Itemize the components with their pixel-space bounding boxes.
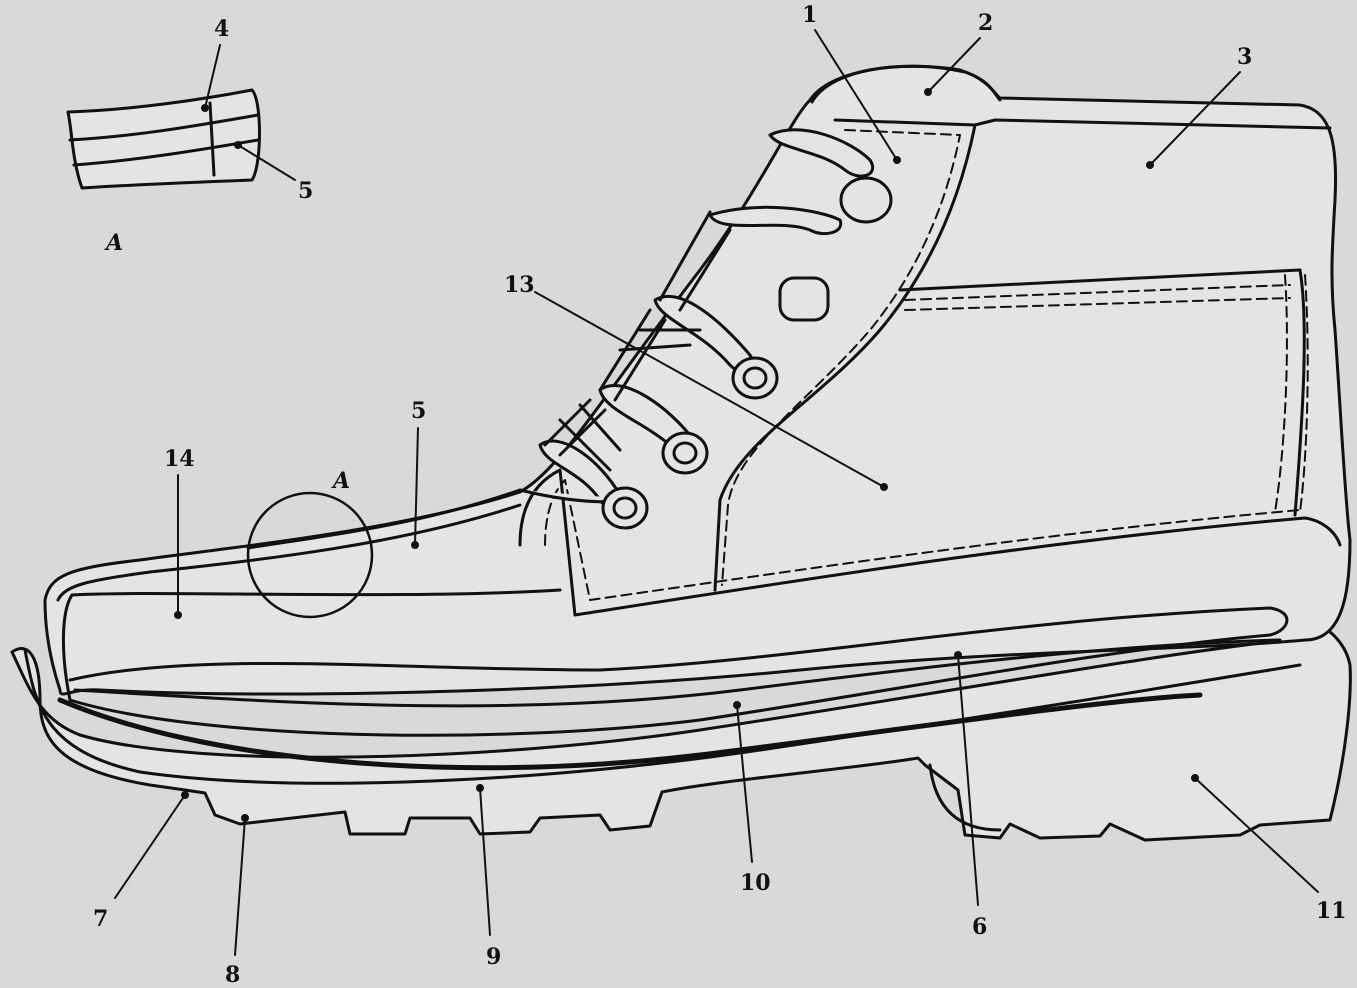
label-11: 11 xyxy=(1316,898,1347,924)
inset-detail xyxy=(66,88,261,190)
label-13: 13 xyxy=(504,272,535,298)
label-6: 6 xyxy=(972,914,988,940)
label-7: 7 xyxy=(93,906,109,932)
label-9: 9 xyxy=(486,944,502,970)
outsole-inner-line xyxy=(23,648,1302,785)
label-5: 5 xyxy=(411,398,427,424)
inset-label-5: 5 xyxy=(298,178,314,204)
laces xyxy=(518,128,874,511)
label-2: 2 xyxy=(978,10,994,36)
welt xyxy=(57,692,1203,771)
leader-lines xyxy=(114,29,1319,956)
upper xyxy=(43,64,1352,696)
label-8: 8 xyxy=(225,962,241,988)
eyestay xyxy=(713,118,977,592)
detail-circle-a xyxy=(246,491,374,619)
label-1: 1 xyxy=(802,2,818,28)
label-14: 14 xyxy=(164,446,195,472)
label-3: 3 xyxy=(1237,44,1253,70)
label-detail-a: A xyxy=(333,468,351,494)
eyelets xyxy=(601,176,893,530)
inset-label-4: 4 xyxy=(214,16,230,42)
label-10: 10 xyxy=(740,870,771,896)
collar xyxy=(810,64,1002,104)
insole xyxy=(68,606,1289,737)
inset-view-label: A xyxy=(106,230,124,256)
heel-counter xyxy=(518,468,1342,617)
